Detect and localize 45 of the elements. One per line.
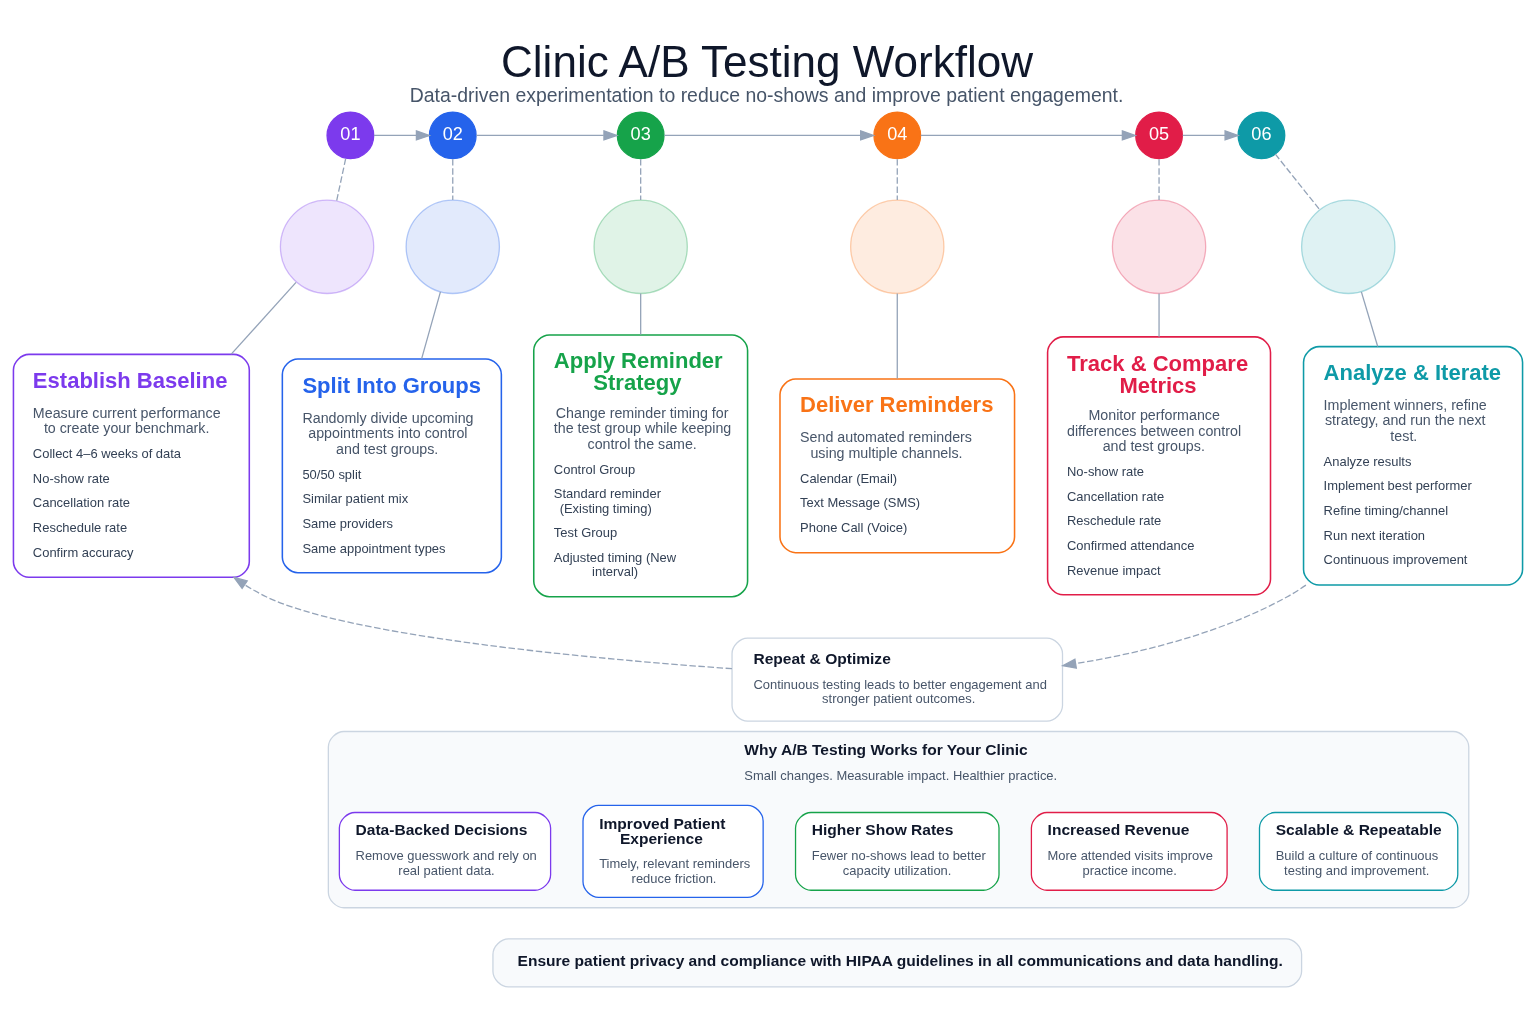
node-box: Track & Compare Metrics Monitor performance differences between control and test groups. No-show rate Cancellation rate Reschedule rate Confirmed attendance Revenue impact <box>1046 335 1272 596</box>
node-circle <box>1111 199 1207 294</box>
arrow <box>373 129 432 141</box>
arrow <box>1060 584 1307 669</box>
connector <box>896 158 898 201</box>
node-box: Apply Reminder Strategy Change reminder timing for the test group while keeping control the same. Control Group Standard reminder (Existing timing) Test Group Adjusted timing (New interval) <box>533 333 749 597</box>
connector <box>1158 158 1160 201</box>
node-box: Data-Backed Decisions Remove guesswork and rely on real patient data. <box>338 811 552 891</box>
node-circle: 01 <box>326 110 375 159</box>
node-box: Higher Show Rates Fewer no-shows lead to better capacity utilization. <box>794 811 1000 891</box>
node-box: Split Into Groups Randomly divide upcoming appointments into control and test groups. 50/50 split Similar patient mix Same providers Same appointment types <box>281 357 503 574</box>
connector <box>452 158 454 201</box>
arrow <box>920 129 1138 141</box>
node-circle <box>279 199 375 294</box>
node-circle: 03 <box>616 110 665 159</box>
node-box: Scalable & Repeatable Build a culture of continuous testing and improvement. <box>1258 811 1459 891</box>
connector <box>335 157 347 202</box>
node-circle: 05 <box>1135 110 1184 159</box>
node-box: Ensure patient privacy and compliance with HIPAA guidelines in all communications and data handling. <box>492 937 1303 987</box>
connector <box>640 292 642 335</box>
node-box: Repeat & Optimize Continuous testing leads to better engagement and stronger patient outcomes. <box>731 637 1064 722</box>
node-circle <box>593 199 688 294</box>
node-box: Analyze & Iterate Implement winners, refine strategy, and run the next test. Analyze results Implement best performer Refine timing/channel Run next iteration Continuous improvement <box>1302 345 1524 586</box>
node-box: Establish Baseline Measure current performance to create your benchmark. Collect 4–6 weeks of data No-show rate Cancellation rate Reschedule rate Confirm accuracy <box>12 353 251 578</box>
connector <box>896 292 898 379</box>
arrow <box>232 575 733 669</box>
connector <box>1158 292 1160 337</box>
connector <box>421 290 442 359</box>
connector <box>1274 153 1321 210</box>
node-box: Deliver Reminders Send automated reminders using multiple channels. Calendar (Email) Text Message (SMS) Phone Call (Voice) <box>779 377 1016 553</box>
diagram-title: Clinic A/B Testing Workflow <box>501 36 1034 86</box>
arrow <box>1182 129 1240 141</box>
node-circle <box>405 199 501 294</box>
node-box: Improved Patient Experience Timely, relevant reminders reduce friction. <box>582 804 764 898</box>
node-circle: 02 <box>428 110 477 159</box>
node-circle: 04 <box>873 110 922 159</box>
connector <box>1360 290 1379 347</box>
arrow <box>663 129 876 141</box>
node-circle <box>849 199 945 294</box>
node-circle: 06 <box>1237 110 1286 159</box>
arrow <box>475 129 619 141</box>
node-circle <box>1300 199 1396 294</box>
connector <box>640 158 642 201</box>
node-box: Increased Revenue More attended visits improve practice income. <box>1030 811 1228 891</box>
connector <box>230 281 297 355</box>
